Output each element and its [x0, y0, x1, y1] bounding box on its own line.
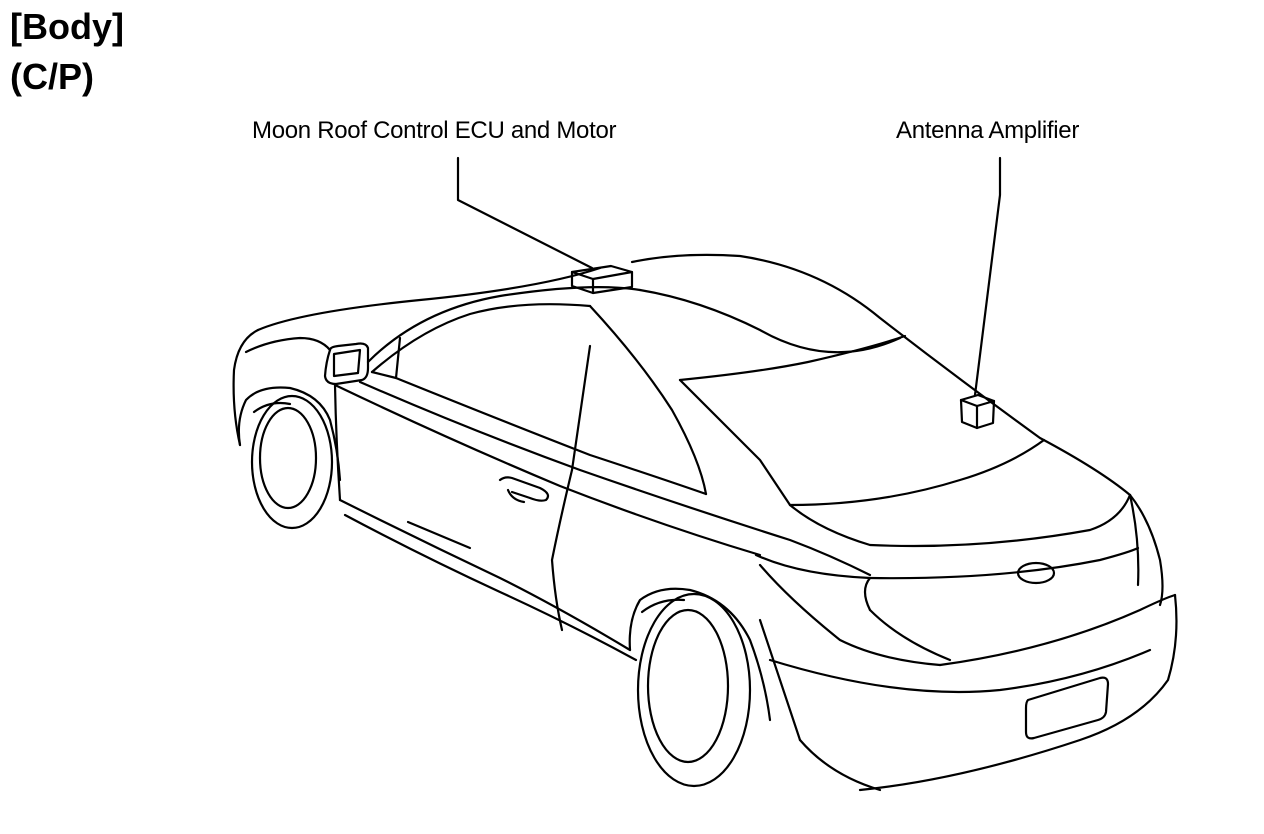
- antenna-amplifier-label: Antenna Amplifier: [896, 117, 1080, 144]
- section-subtitle: (C/P): [10, 56, 94, 97]
- car-body: [232, 253, 1178, 792]
- front-wheel: [237, 386, 342, 530]
- section-title: [Body]: [10, 6, 124, 47]
- antenna-amplifier-component: [959, 393, 996, 430]
- moon-roof-leader-line: [456, 156, 594, 270]
- antenna-leader-line: [973, 156, 1002, 397]
- moon-roof-ecu-label: Moon Roof Control ECU and Motor: [252, 117, 617, 144]
- rear-wheel: [628, 587, 772, 788]
